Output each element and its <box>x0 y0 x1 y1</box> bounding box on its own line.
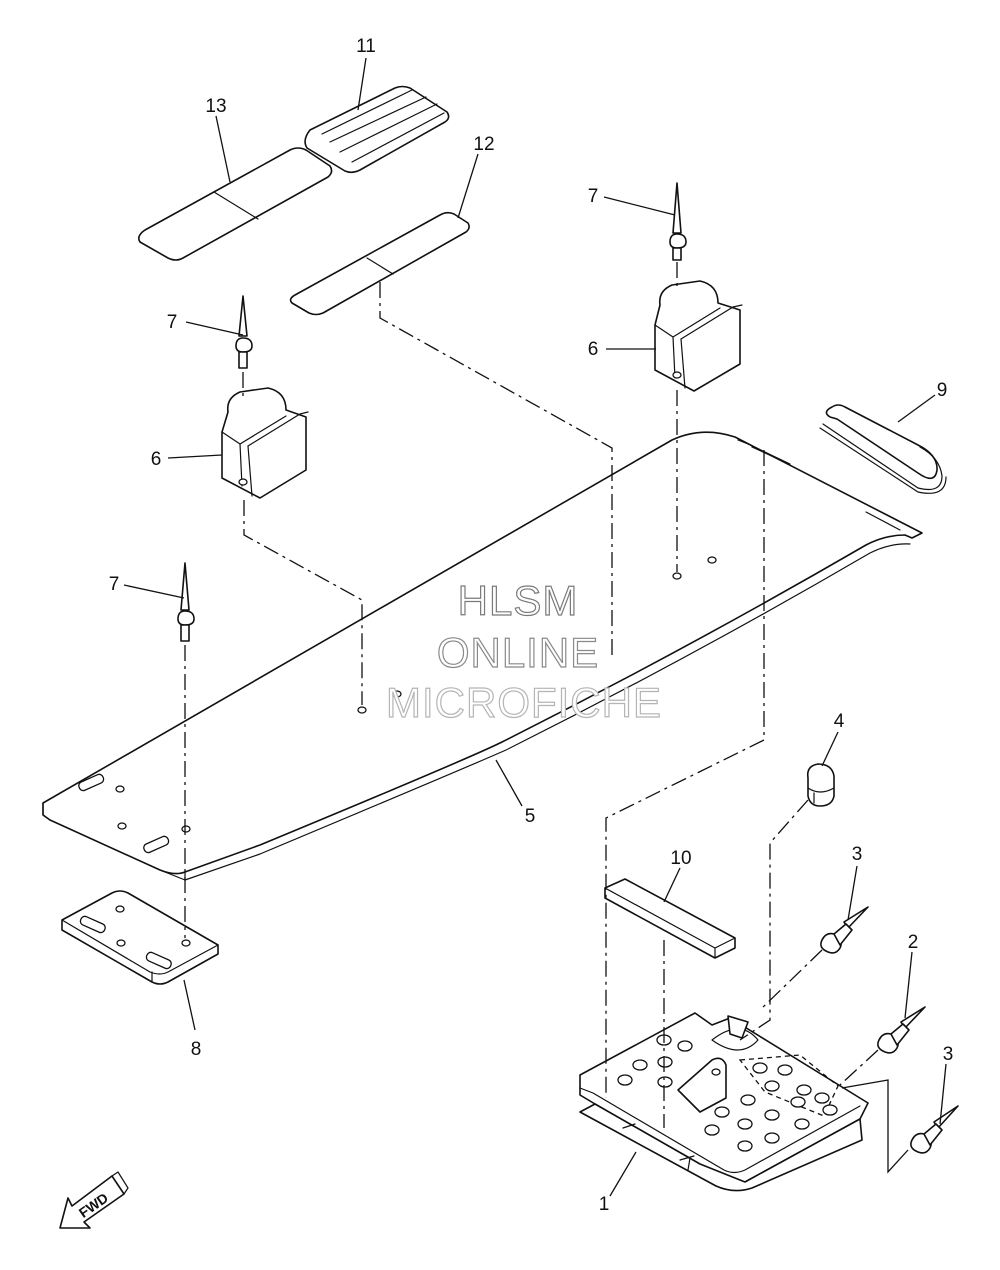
part-11-decal <box>304 85 450 174</box>
callout-2: 2 <box>908 932 919 953</box>
watermark-line-2: ONLINE <box>437 629 599 676</box>
part-12-decal <box>289 211 470 316</box>
callout-6-a: 6 <box>151 449 162 470</box>
callout-6-b: 6 <box>588 339 599 360</box>
callout-5: 5 <box>525 806 536 827</box>
leader-lines <box>123 57 947 1197</box>
part-9-rod <box>819 404 947 494</box>
part-3-push-rivet-b <box>910 1105 959 1154</box>
part-2-push-rivet <box>877 1006 926 1054</box>
part-10-block <box>604 878 736 959</box>
callout-9: 9 <box>937 380 948 401</box>
part-1-skid-plate <box>579 1012 869 1192</box>
skid-plate-holes <box>617 1034 838 1152</box>
part-8-spacer-plate <box>61 890 219 985</box>
part-4-grommet <box>806 763 835 807</box>
callout-13: 13 <box>205 96 226 117</box>
part-6-clip-right <box>654 280 743 392</box>
part-7-rivet-b <box>669 182 687 261</box>
callout-4: 4 <box>834 711 845 732</box>
callout-8: 8 <box>191 1039 202 1060</box>
alignment-lines <box>184 262 909 1174</box>
part-7-rivet-c <box>177 562 195 642</box>
callout-7-b: 7 <box>588 186 599 207</box>
callout-12: 12 <box>473 134 494 155</box>
callout-11: 11 <box>356 36 376 57</box>
fwd-arrow: FWD <box>59 1171 129 1229</box>
callout-10: 10 <box>670 848 691 869</box>
callout-labels: 11 13 12 7 7 6 6 9 7 5 4 10 3 2 3 1 8 <box>109 36 954 1215</box>
callout-7-c: 7 <box>109 574 120 595</box>
callout-3-a: 3 <box>852 844 863 865</box>
part-6-clip-left <box>221 387 309 499</box>
callout-7-a: 7 <box>167 312 178 333</box>
watermark-line-3: MICROFICHE <box>386 679 662 726</box>
part-7-rivet-a <box>235 295 253 369</box>
callout-3-b: 3 <box>943 1044 954 1065</box>
part-13-decal <box>138 147 333 261</box>
part-5-floor-plate <box>42 431 923 881</box>
watermark-line-1: HLSM <box>458 577 579 624</box>
callout-1: 1 <box>599 1194 610 1215</box>
part-3-push-rivet-a <box>820 906 869 954</box>
watermark: HLSM ONLINE MICROFICHE <box>385 576 662 726</box>
